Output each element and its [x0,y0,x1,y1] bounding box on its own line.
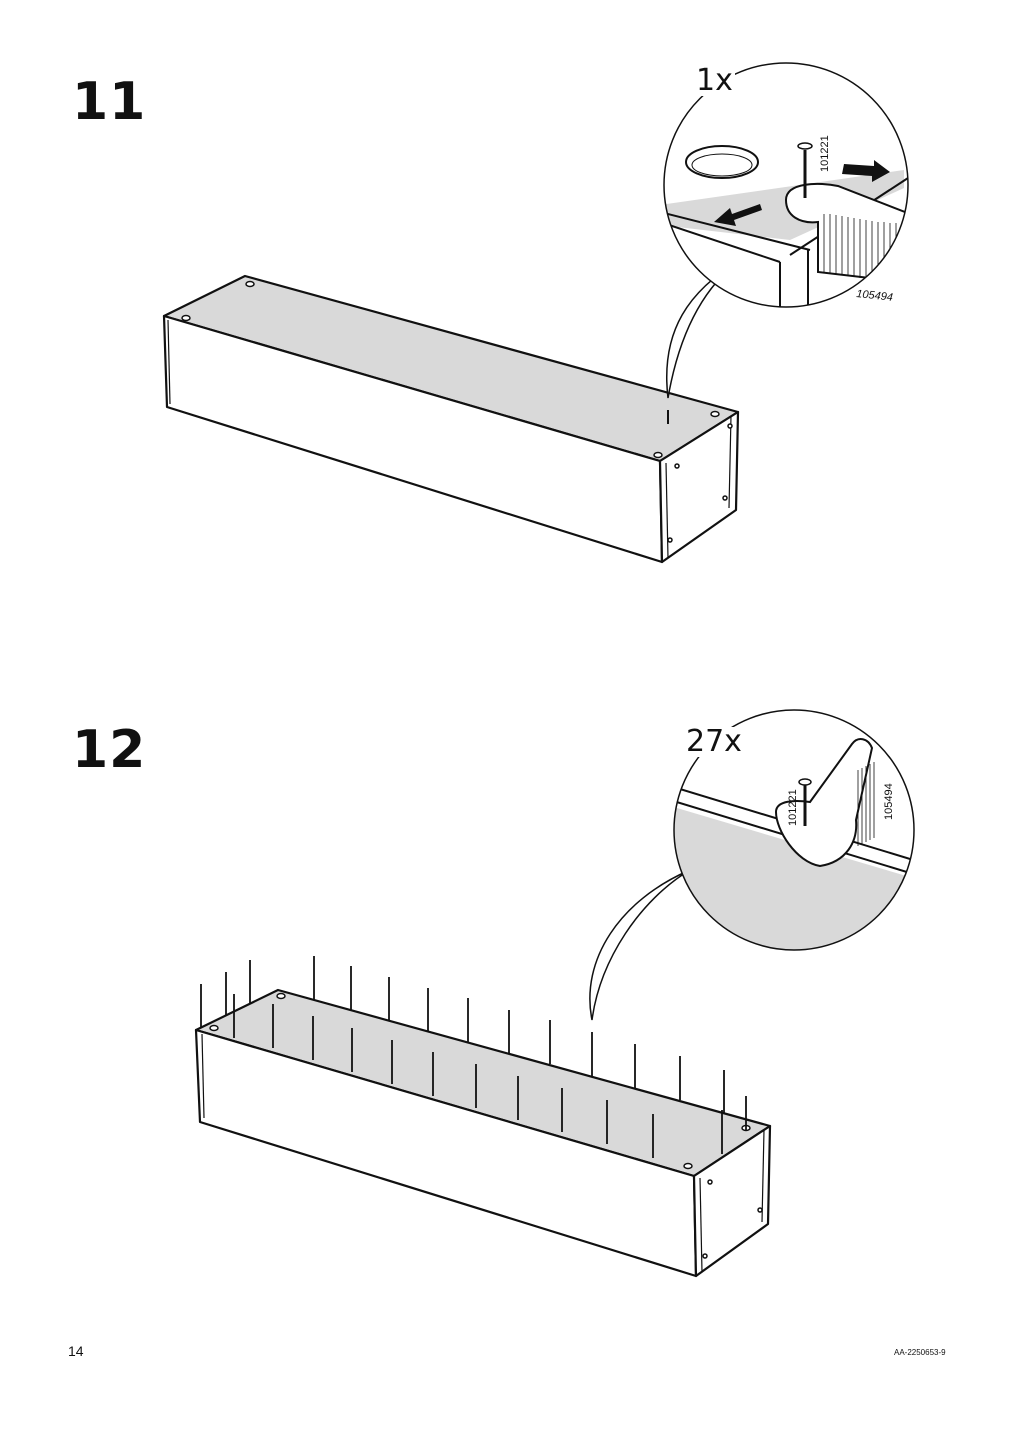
step-11-holes [181,280,733,543]
document-code: AA-2250653-9 [894,1348,946,1357]
cabinet-end-side [692,1124,772,1278]
step-12-callout-pointer [589,869,691,1021]
step-12-number: 12 [72,720,147,780]
step-12-quantity: 27x [684,724,744,759]
arrow-left-icon [714,204,762,226]
step-12-cabinet [194,988,772,1278]
step-12-nail-part-label: 101221 [787,789,799,826]
step-12-tool-part-label: 105494 [883,783,895,820]
page-number: 14 [68,1343,84,1359]
step-11-nail-part-label: 101221 [819,135,831,172]
arrow-right-icon [842,160,890,182]
step-11-tool-part-label: 105494 [856,288,894,304]
step-11-zoom-detail [664,63,908,307]
step-12-nails [200,956,747,1158]
step-11-cabinet [162,274,740,564]
cabinet-end-side [658,410,740,564]
step-11-number: 11 [72,72,147,132]
step-11-quantity: 1x [694,63,735,98]
